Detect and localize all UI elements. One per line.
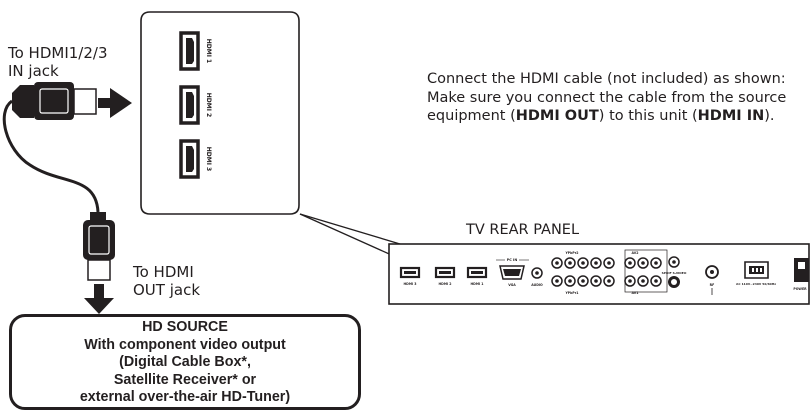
av-jack-pin bbox=[581, 279, 585, 283]
tv-rear-panel-outline bbox=[388, 243, 810, 305]
svideo-port bbox=[668, 276, 680, 288]
label-to-hdmi-in: To HDMI1/2/3 IN jack bbox=[8, 44, 108, 80]
ypbpr1-label: YPbPr1 bbox=[564, 291, 578, 295]
spdif-port bbox=[668, 256, 680, 268]
label-to-hdmi-out: To HDMI OUT jack bbox=[133, 263, 200, 299]
av-jack-pin bbox=[654, 279, 658, 283]
av-jack-pin bbox=[581, 261, 585, 265]
hdmi-plug-bottom bbox=[83, 212, 115, 281]
av-jack-pin bbox=[607, 279, 611, 283]
label-to-hdmi-out-line1: To HDMI bbox=[133, 263, 194, 281]
rear-hdmi-2 bbox=[434, 266, 456, 279]
rear-hdmi-1 bbox=[466, 266, 488, 279]
vga-port bbox=[499, 265, 525, 280]
zoom-port-label: HDMI 1 bbox=[205, 39, 212, 63]
svideo-label: SPDIF S-VIDEO bbox=[662, 271, 687, 275]
av-jack-pin bbox=[568, 279, 572, 283]
label-to-hdmi-in-line2: IN jack bbox=[8, 62, 59, 80]
av1-label: AV1 bbox=[632, 291, 639, 295]
power-label: POWER bbox=[793, 287, 807, 291]
hd-source-line: Satellite Receiver* or bbox=[113, 371, 257, 388]
instructions-text: Connect the HDMI cable (not included) as… bbox=[427, 70, 797, 126]
av-jack-pin bbox=[628, 261, 632, 265]
instructions-line2: Make sure you connect the cable from the… bbox=[427, 89, 797, 126]
av-jack-pin bbox=[568, 261, 572, 265]
ypbpr2-label: YPbPr2 bbox=[564, 251, 578, 255]
av-jack-pin bbox=[641, 261, 645, 265]
hdmi-zoom-panel bbox=[140, 11, 300, 215]
audio-label: AUDIO bbox=[531, 283, 543, 287]
av-jack-pin bbox=[628, 279, 632, 283]
hd-source-line: With component video output bbox=[84, 336, 286, 353]
hd-source-line: external over-the-air HD-Tuner) bbox=[79, 389, 291, 405]
hdmi-cable bbox=[2, 99, 100, 213]
rear-hdmi-label: HDMI 1 bbox=[471, 282, 484, 286]
av-jack-pin bbox=[555, 279, 559, 283]
zoom-hdmi-port-1 bbox=[179, 31, 200, 71]
rear-hdmi-label: HDMI 3 bbox=[404, 282, 417, 286]
zoom-port-label: HDMI 2 bbox=[205, 93, 212, 117]
av-jack-pin bbox=[654, 261, 658, 265]
vga-label: VGA bbox=[508, 283, 516, 287]
ac-in-label: AC 110V~240V 50/60Hz bbox=[736, 282, 776, 286]
rf-label: RF bbox=[710, 283, 715, 287]
audio-port bbox=[531, 267, 543, 279]
rear-hdmi-label: HDMI 2 bbox=[439, 282, 452, 286]
hdmi-plug-top bbox=[12, 82, 97, 120]
instructions-suffix: ). bbox=[764, 108, 775, 124]
hd-source-line: (Digital Cable Box*, bbox=[119, 354, 251, 370]
label-to-hdmi-out-line2: OUT jack bbox=[133, 281, 201, 299]
av-jack-pin bbox=[641, 279, 645, 283]
tv-rear-panel-title: TV REAR PANEL bbox=[466, 222, 580, 238]
rear-hdmi-3 bbox=[399, 266, 421, 279]
av-jack-block bbox=[551, 257, 662, 287]
hd-source-box: HD SOURCE With component video output (D… bbox=[9, 314, 361, 410]
instructions-prefix: Make sure you connect the cable from the… bbox=[427, 89, 787, 125]
zoom-hdmi-port-2 bbox=[179, 85, 200, 125]
hdmi-out-emphasis: HDMI OUT bbox=[515, 108, 599, 124]
power-switch bbox=[794, 258, 809, 282]
av-jack-pin bbox=[555, 261, 559, 265]
av-jack-pin bbox=[607, 261, 611, 265]
instructions-line1: Connect the HDMI cable (not included) as… bbox=[427, 71, 786, 87]
av-jack-pin bbox=[594, 279, 598, 283]
label-to-hdmi-in-line1: To HDMI1/2/3 bbox=[8, 44, 108, 62]
ac-inlet bbox=[744, 261, 769, 279]
arrow-to-hd-source bbox=[84, 284, 114, 314]
rf-port bbox=[705, 265, 719, 279]
av-jack-pin bbox=[594, 261, 598, 265]
zoom-port-label: HDMI 3 bbox=[205, 147, 212, 171]
arrow-to-hdmi-in bbox=[98, 88, 132, 118]
hd-source-title: HD SOURCE bbox=[142, 319, 228, 335]
av2-label: AV2 bbox=[632, 251, 639, 255]
zoom-hdmi-port-3 bbox=[179, 139, 200, 179]
pc-in-label: PC IN bbox=[507, 258, 518, 262]
instructions-middle: ) to this unit ( bbox=[598, 108, 698, 124]
hdmi-in-emphasis: HDMI IN bbox=[697, 108, 765, 124]
